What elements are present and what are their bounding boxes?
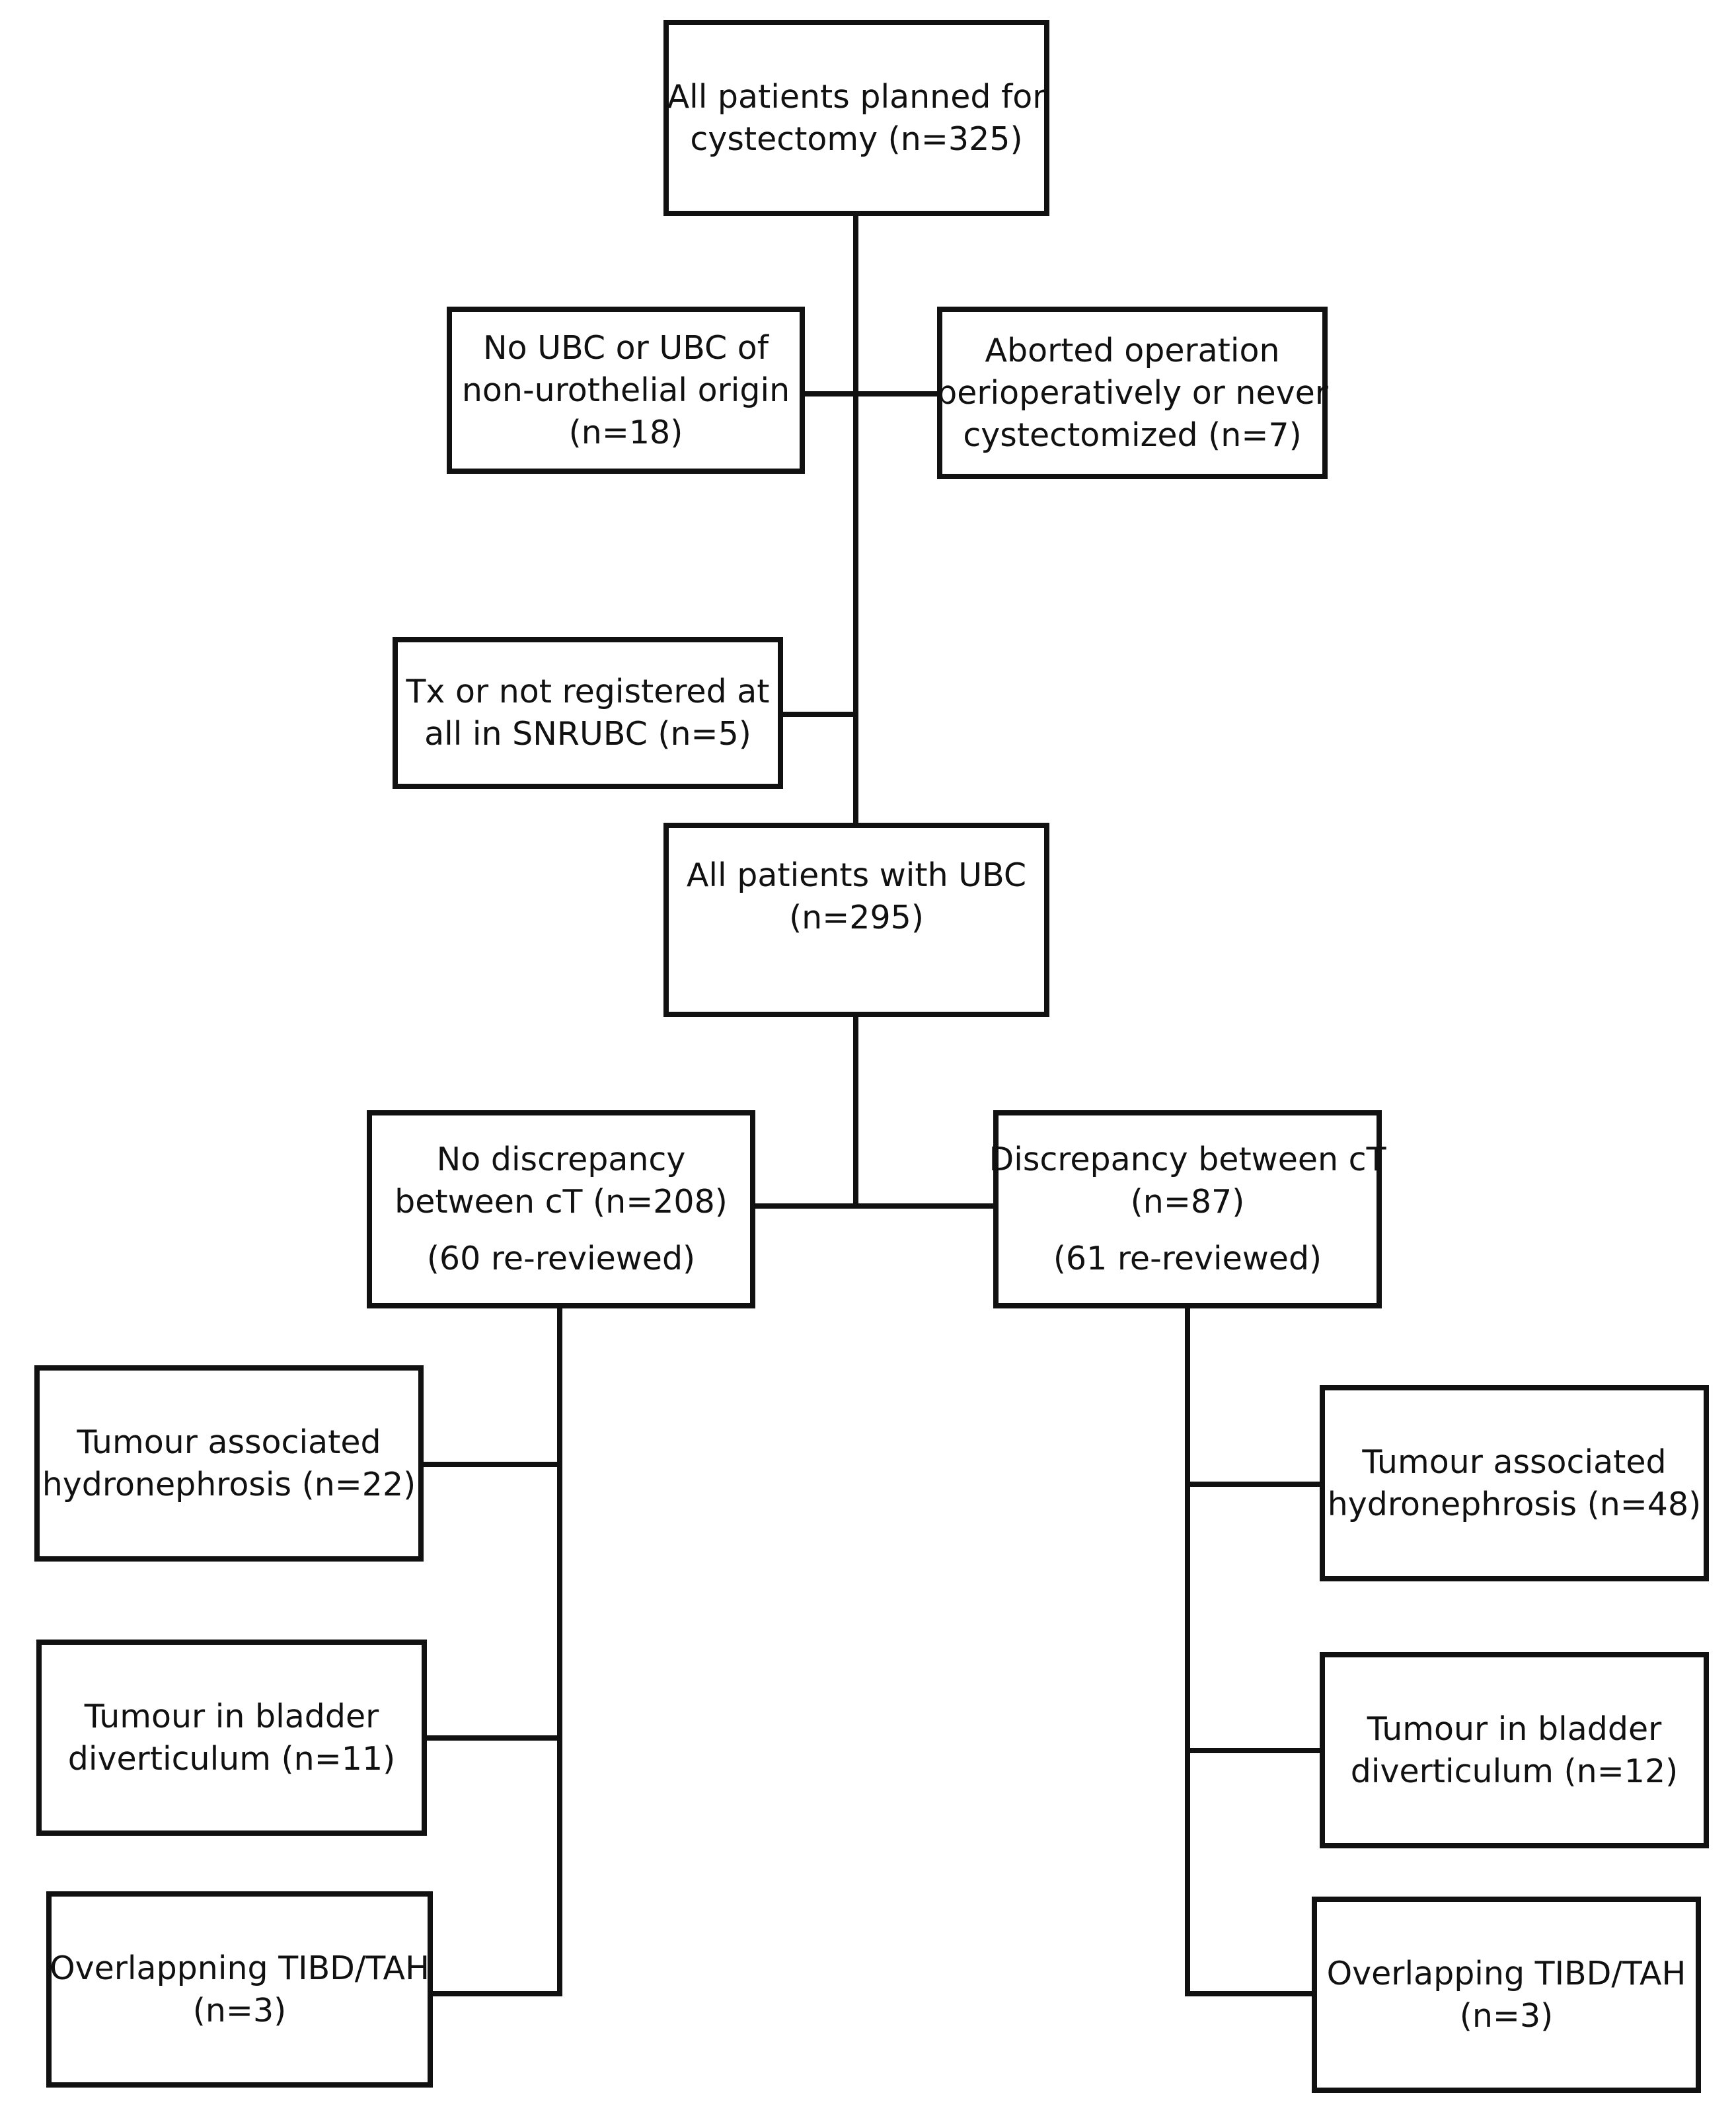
box-all-patients-ubc: All patients with UBC (n=295)	[663, 823, 1049, 1017]
connector-right-vertical	[1185, 1307, 1190, 1996]
box-right-tumour-hydronephrosis: Tumour associated hydronephrosis (n=48)	[1320, 1385, 1709, 1581]
connector-left-tibd	[425, 1735, 562, 1741]
connector-right-overlap	[1185, 1991, 1314, 1996]
connector-left-overlap	[431, 1991, 562, 1996]
box-no-discrepancy: No discrepancy between cT (n=208) (60 re…	[367, 1110, 755, 1308]
box-discrepancy: Discrepancy between cT (n=87) (61 re-rev…	[989, 1110, 1386, 1308]
box-exclusion-no-ubc: No UBC or UBC of non-urothelial origin (…	[447, 307, 805, 474]
connector-tx-horizontal	[782, 712, 858, 717]
box-left-tumour-diverticulum: Tumour in bladder diverticulum (n=11)	[36, 1640, 427, 1836]
connector-left-tah	[421, 1462, 562, 1467]
box-right-overlap: Overlapping TIBD/TAH (n=3)	[1312, 1897, 1701, 2093]
connector-left-vertical	[557, 1307, 562, 1996]
box-left-overlap: Overlappning TIBD/TAH (n=3)	[46, 1891, 433, 2088]
box-exclusion-aborted: Aborted operation perioperatively or nev…	[936, 307, 1328, 479]
box-right-tumour-diverticulum: Tumour in bladder diverticulum (n=12)	[1320, 1652, 1709, 1848]
box-left-tumour-hydronephrosis: Tumour associated hydronephrosis (n=22)	[34, 1365, 424, 1562]
connector-main-vertical	[853, 215, 858, 823]
connector-right-tah	[1185, 1482, 1322, 1487]
box-exclusion-tx: Tx or not registered at all in SNRUBC (n…	[393, 637, 783, 789]
connector-ubc-down	[853, 1016, 858, 1209]
connector-split-horizontal	[754, 1203, 995, 1209]
connector-right-tibd	[1185, 1748, 1322, 1753]
box-all-patients-planned: All patients planned for cystectomy (n=3…	[663, 20, 1049, 216]
connector-exclusion-horizontal	[804, 391, 938, 396]
